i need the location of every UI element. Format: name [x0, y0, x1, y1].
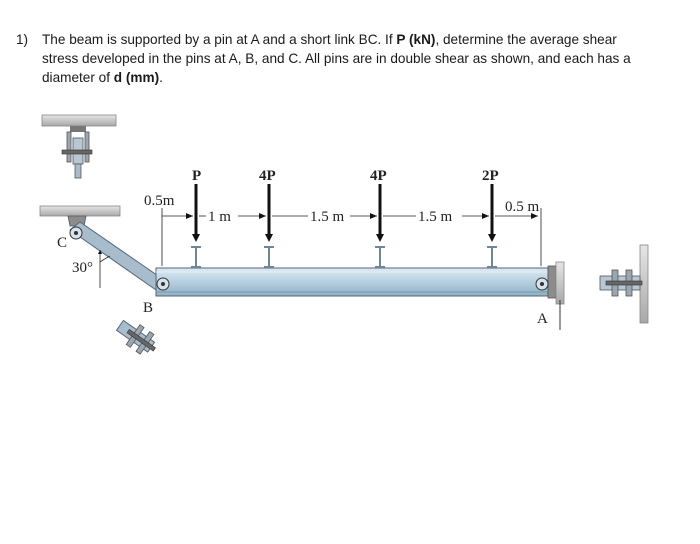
support-pin-a	[535, 261, 565, 330]
problem-text: The beam is supported by a pin at A and …	[42, 30, 656, 87]
dimension-label-1: 0.5m	[144, 193, 175, 209]
dimension-lines	[161, 208, 542, 266]
problem-text-part-3: .	[159, 70, 163, 85]
load-arrows	[191, 184, 497, 268]
problem-statement: 1) The beam is supported by a pin at A a…	[16, 30, 656, 87]
pin-a-detail	[599, 244, 649, 324]
point-b-label: B	[143, 300, 153, 316]
beam	[155, 267, 549, 297]
angle-annotation	[98, 250, 111, 288]
dimension-label-4: 1.5 m	[418, 209, 453, 225]
pin-b-detail	[115, 319, 156, 355]
problem-number: 1)	[16, 32, 29, 47]
load-variable-p: P (kN)	[396, 32, 436, 47]
problem-text-part-2: , determine the average shear stress dev…	[42, 32, 631, 85]
load-label-1: P	[192, 168, 201, 184]
post-3	[375, 246, 385, 268]
load-label-3: 4P	[370, 168, 387, 184]
dimension-label-3: 1.5 m	[310, 209, 345, 225]
point-c-label: C	[57, 235, 67, 251]
link-bc	[69, 221, 165, 291]
post-2	[264, 246, 274, 268]
post-1	[191, 246, 201, 268]
post-4	[487, 246, 497, 268]
dimension-label-5: 0.5 m	[505, 199, 540, 215]
diameter-variable-d: d (mm)	[113, 70, 160, 85]
pin-c-detail	[41, 114, 117, 179]
point-a-label: A	[537, 311, 548, 327]
load-label-2: 4P	[259, 168, 276, 184]
load-label-4: 2P	[482, 168, 499, 184]
dimension-label-2: 1 m	[208, 209, 231, 225]
angle-label: 30°	[72, 260, 93, 276]
problem-text-part-1: The beam is supported by a pin at A and …	[42, 32, 397, 47]
